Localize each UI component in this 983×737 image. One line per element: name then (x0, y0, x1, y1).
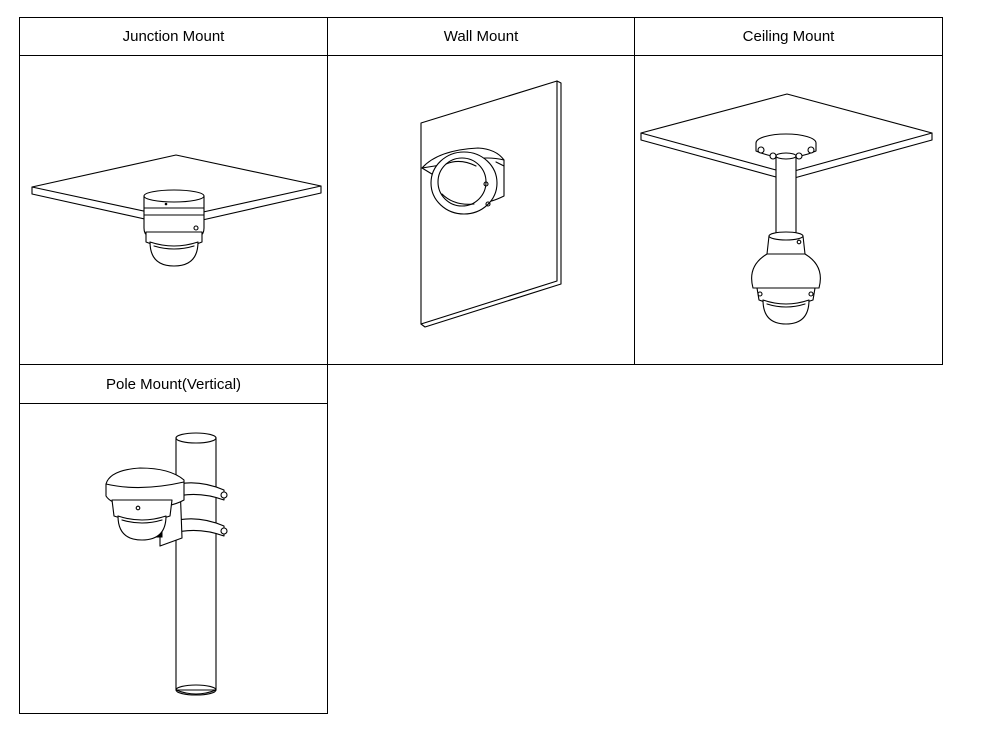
pole-mount-vertical-cell (19, 403, 328, 714)
wall-mount-cell (327, 55, 635, 365)
ceiling-mount-icon (635, 56, 942, 364)
junction-mount-header: Junction Mount (19, 17, 328, 56)
junction-mount-icon (20, 56, 327, 364)
ceiling-mount-header: Ceiling Mount (634, 17, 943, 56)
pole-mount-vertical-header: Pole Mount(Vertical) (19, 364, 328, 404)
wall-mount-header: Wall Mount (327, 17, 635, 56)
wall-mount-icon (328, 56, 634, 364)
ceiling-mount-cell (634, 55, 943, 365)
junction-mount-cell (19, 55, 328, 365)
pole-mount-vertical-icon (20, 404, 327, 713)
